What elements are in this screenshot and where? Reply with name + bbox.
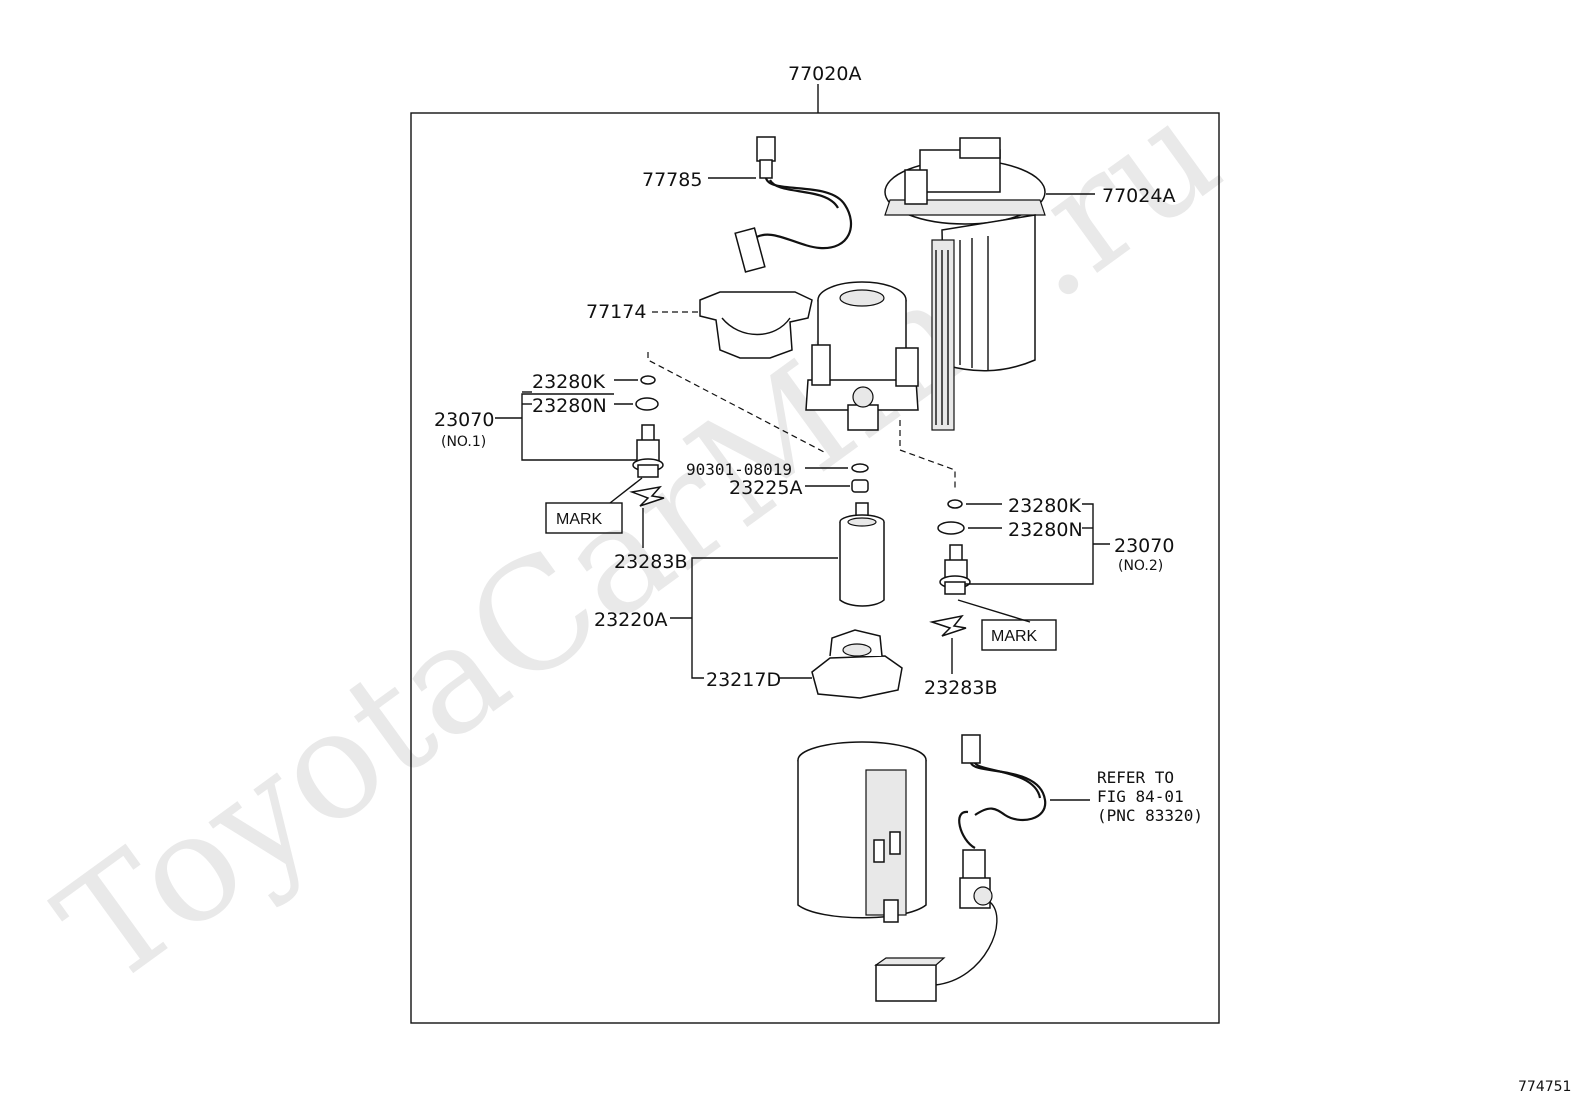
assembly-part-number: 77020A: [788, 63, 861, 85]
refer-note-line1: REFER TO: [1097, 768, 1174, 787]
callout-23070-left: 23070: [434, 409, 494, 431]
o-ring-small-right: [947, 499, 963, 509]
pressure-regulator-no2: [939, 544, 971, 595]
o-ring-large-left: [635, 397, 659, 411]
callout-23070-right-sub: (NO.2): [1118, 558, 1163, 574]
assembly-frame: [410, 112, 1220, 1024]
mark-box-right: [981, 619, 1057, 651]
callout-23283B-left: 23283B: [614, 551, 687, 573]
pressure-regulator-no1: [632, 424, 664, 478]
part-77785-harness: [734, 136, 853, 273]
refer-note-line3: (PNC 83320): [1097, 806, 1203, 825]
watermark: ToyotaCarMine.ru: [29, 66, 1250, 1019]
mark-left: MARK: [556, 511, 603, 528]
callout-77174: 77174: [586, 301, 646, 323]
part-77174-cushion: [699, 291, 813, 359]
callout-23280N-left: 23280N: [532, 395, 607, 417]
callout-23070-right: 23070: [1114, 535, 1174, 557]
clip-23283B-right: [929, 614, 967, 637]
part-77024A-flange: [884, 137, 1046, 431]
mark-box-left: [545, 502, 623, 534]
callout-23280N-right: 23280N: [1008, 519, 1083, 541]
callout-23217D: 23217D: [706, 669, 781, 691]
o-ring-large-right: [937, 521, 965, 535]
callout-23070-left-sub: (NO.1): [441, 434, 486, 450]
callout-23220A: 23220A: [594, 609, 667, 631]
callout-23280K-right: 23280K: [1008, 495, 1081, 517]
callout-23225A: 23225A: [729, 477, 802, 499]
fuel-reservoir-cup: [797, 741, 927, 923]
part-23220A-fuel-pump: [839, 502, 885, 607]
fuel-pump-housing: [805, 281, 919, 431]
spacer-23225A: [851, 479, 869, 493]
o-ring-small-left: [640, 375, 656, 385]
clip-23283B-left: [629, 485, 665, 507]
callout-77785: 77785: [642, 169, 702, 191]
fuel-sender-gauge: [874, 734, 1047, 1002]
refer-note-line2: FIG 84-01: [1097, 787, 1184, 806]
mark-right: MARK: [991, 628, 1038, 645]
o-ring-90301: [851, 463, 869, 473]
part-23217D-filter: [811, 629, 903, 699]
figure-number: 774751: [1518, 1079, 1571, 1095]
callout-23280K-left: 23280K: [532, 371, 605, 393]
callout-23283B-right: 23283B: [924, 677, 997, 699]
callout-90301-08019: 90301-08019: [686, 460, 792, 479]
callout-77024A: 77024A: [1102, 185, 1175, 207]
